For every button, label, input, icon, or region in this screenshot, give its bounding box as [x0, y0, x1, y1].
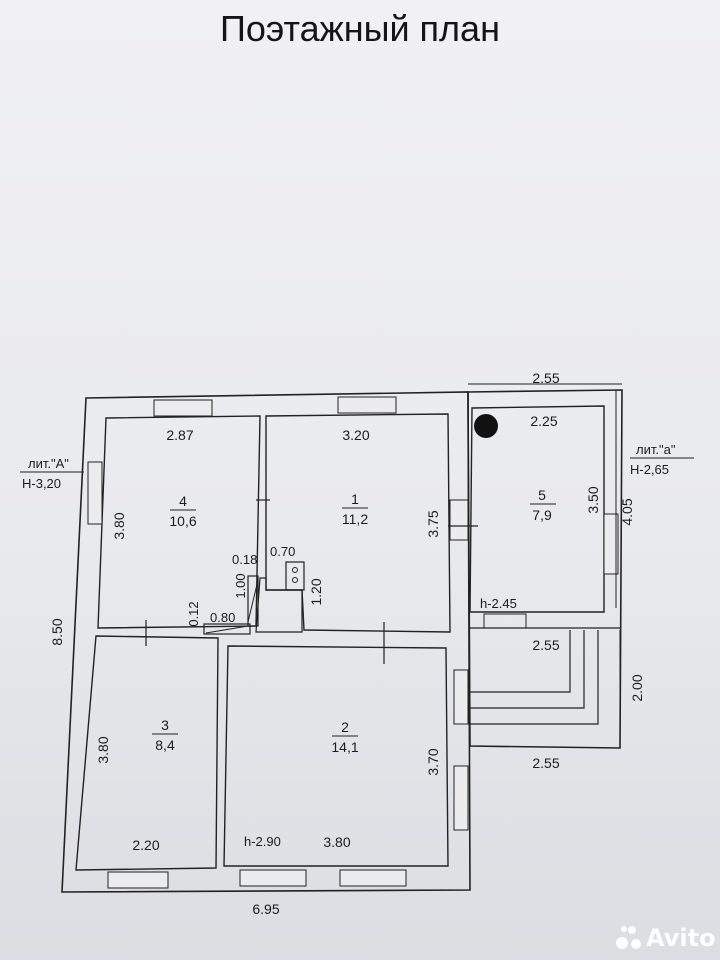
dim-room5-height: 3.50 — [585, 486, 601, 513]
dim-ext-height: 4.05 — [619, 498, 635, 525]
room-2-area: 14,1 — [331, 739, 358, 755]
dimension-lines — [468, 383, 622, 748]
room-labels: 4 10,6 1 11,2 5 7,9 3 8,4 2 14,1 — [152, 487, 556, 755]
lit-a-label: лит."а" — [636, 442, 676, 457]
avito-logo-dot — [616, 937, 628, 949]
windows — [87, 396, 619, 889]
window — [603, 513, 619, 575]
room-5-area: 7,9 — [532, 507, 552, 523]
dim-room3-height: 3.80 — [95, 736, 111, 763]
dim-porch-height: 2.00 — [629, 674, 645, 701]
dim-120: 1.20 — [308, 578, 324, 605]
room-3-area: 8,4 — [155, 737, 175, 753]
fixture-dot — [292, 567, 298, 573]
room-3 — [75, 635, 219, 871]
room-1-area: 11,2 — [342, 511, 368, 527]
corridor — [255, 577, 303, 633]
dim-porch-bottom: 2.55 — [532, 755, 559, 771]
partition — [247, 575, 259, 627]
porch-step — [470, 630, 585, 709]
dim-012: 0.12 — [186, 601, 201, 626]
dim-100: 1.00 — [233, 573, 248, 598]
dimension-labels: 2.55 2.25 2.87 3.20 3.80 3.75 3.50 4.05 … — [49, 370, 645, 917]
height-A-label: Н-3,20 — [22, 476, 61, 491]
dim-room1-height: 3.75 — [425, 510, 441, 537]
building-labels: лит."А" Н-3,20 лит."а" Н-2,65 h-2.45 h-2… — [20, 442, 694, 849]
avito-logo-dot — [628, 926, 636, 934]
window — [453, 669, 469, 725]
dim-overall-width: 6.95 — [252, 901, 279, 917]
lit-A-label: лит."А" — [28, 456, 69, 471]
ceiling-height-290: h-2.90 — [244, 834, 281, 849]
dim-018: 0.18 — [232, 552, 257, 567]
cabinet-box — [285, 561, 305, 591]
dim-room4-width: 2.87 — [166, 427, 193, 443]
avito-logo-dot — [621, 926, 627, 932]
dim-070: 0.70 — [270, 544, 295, 559]
outer-wall-main — [61, 391, 471, 893]
room-4-number: 4 — [179, 493, 187, 509]
room-3-number: 3 — [161, 717, 169, 733]
dim-porch-top: 2.55 — [532, 637, 559, 653]
dim-080: 0.80 — [210, 610, 235, 625]
dim-room4-height: 3.80 — [111, 512, 127, 539]
room-5 — [469, 405, 605, 613]
avito-logo-dot — [631, 939, 641, 949]
porch-threshold — [483, 613, 527, 629]
dim-room5-width: 2.25 — [530, 413, 557, 429]
window — [339, 869, 407, 887]
avito-watermark: Avito — [616, 924, 716, 952]
room-2 — [223, 645, 449, 867]
room-1-number: 1 — [351, 491, 359, 507]
window — [153, 399, 213, 417]
window — [449, 499, 469, 541]
avito-logo-text: Avito — [646, 924, 716, 952]
dim-top-ext: 2.55 — [532, 370, 559, 386]
page-title: Поэтажный план — [220, 8, 500, 49]
window — [239, 869, 307, 887]
room-4-area: 10,6 — [169, 513, 196, 529]
dim-room1-width: 3.20 — [342, 427, 369, 443]
fixture-dot — [292, 577, 298, 583]
window — [453, 765, 469, 831]
outer-wall-extension — [467, 389, 623, 749]
window — [337, 396, 397, 414]
dim-overall-height: 8.50 — [49, 618, 65, 645]
dim-room3-width: 2.20 — [132, 837, 159, 853]
stove-icon — [474, 414, 498, 438]
porch-step — [470, 630, 599, 725]
passage-hatch — [205, 625, 249, 634]
dim-room2-height: 3.70 — [425, 748, 441, 775]
dim-room2-width: 3.80 — [323, 834, 350, 850]
window — [107, 871, 169, 889]
partition-hatch — [247, 579, 259, 623]
room-5-number: 5 — [538, 487, 546, 503]
ceiling-height-245: h-2.45 — [480, 596, 517, 611]
passage — [203, 623, 251, 635]
height-a-label: Н-2,65 — [630, 462, 669, 477]
room-2-number: 2 — [341, 719, 349, 735]
window — [87, 461, 103, 525]
door-marks — [145, 499, 478, 664]
porch-step — [470, 630, 571, 693]
